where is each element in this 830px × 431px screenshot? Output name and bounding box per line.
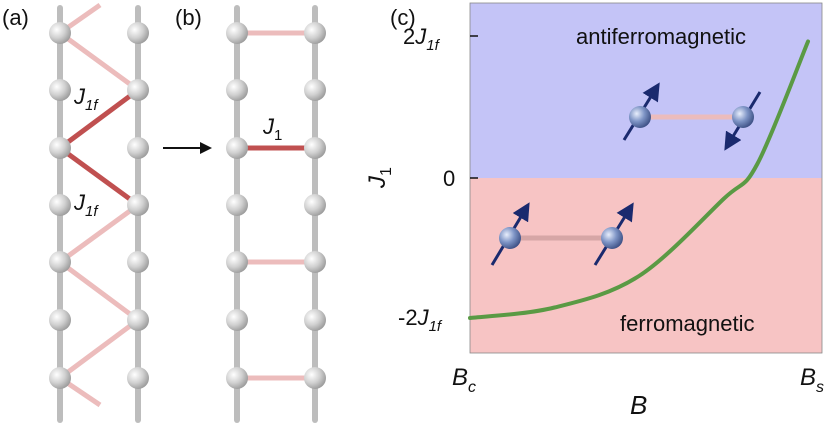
x-axis-label: B bbox=[630, 390, 647, 420]
lattice-site bbox=[127, 194, 149, 216]
lattice-site bbox=[127, 309, 149, 331]
lattice-site bbox=[304, 194, 326, 216]
lattice-site bbox=[226, 309, 248, 331]
panel-c: (c) antiferromagnetic ferromagnetic 2J1f… bbox=[364, 2, 824, 420]
lattice-site bbox=[127, 79, 149, 101]
spin-site bbox=[499, 227, 521, 249]
region-label-fm: ferromagnetic bbox=[620, 311, 755, 336]
lattice-site bbox=[304, 251, 326, 273]
y-tick-label-top: 2J1f bbox=[403, 24, 441, 54]
lattice-site bbox=[49, 194, 71, 216]
coupling-label: J1 bbox=[262, 114, 282, 144]
lattice-site bbox=[226, 251, 248, 273]
x-tick-label-right: Bs bbox=[800, 364, 824, 396]
strong-bond bbox=[58, 87, 140, 151]
panel-a: (a) bbox=[2, 2, 149, 423]
lattice-site bbox=[127, 367, 149, 389]
panel-a-label: (a) bbox=[2, 5, 29, 30]
sites-right bbox=[127, 22, 149, 389]
fm-spin-pair bbox=[490, 202, 634, 266]
panel-b-label: (b) bbox=[175, 5, 202, 30]
lattice-site bbox=[127, 22, 149, 44]
lattice-site bbox=[226, 79, 248, 101]
spin-site bbox=[601, 227, 623, 249]
y-tick-label-bottom: -2J1f bbox=[398, 305, 443, 335]
lattice-site bbox=[49, 79, 71, 101]
lattice-site bbox=[304, 309, 326, 331]
lattice-site bbox=[304, 367, 326, 389]
strong-bond bbox=[58, 145, 140, 208]
weak-bond bbox=[58, 259, 140, 323]
lattice-site bbox=[49, 309, 71, 331]
panel-b: (b) J1 bbox=[175, 5, 326, 423]
y-tick-label-zero: 0 bbox=[443, 166, 455, 191]
rung-bonds bbox=[237, 30, 315, 381]
afm-spin-pair bbox=[622, 82, 762, 151]
lattice-site bbox=[127, 137, 149, 159]
lattice-site bbox=[49, 137, 71, 159]
lattice-site bbox=[49, 251, 71, 273]
sites-left bbox=[49, 22, 71, 389]
lattice-site bbox=[226, 137, 248, 159]
lattice-site bbox=[226, 367, 248, 389]
coupling-label-lower: J1f bbox=[73, 190, 99, 220]
weak-bond bbox=[58, 30, 140, 93]
weak-bond bbox=[58, 317, 140, 381]
y-axis-label: J1 bbox=[364, 167, 395, 189]
curve bbox=[468, 39, 810, 320]
lattice-site bbox=[49, 22, 71, 44]
x-tick-label-left: Bc bbox=[452, 364, 476, 396]
lattice-site bbox=[49, 367, 71, 389]
spin-site bbox=[732, 106, 754, 128]
zigzag-bonds bbox=[58, 2, 140, 408]
lattice-site bbox=[127, 251, 149, 273]
lattice-site bbox=[226, 194, 248, 216]
transform-arrow bbox=[163, 142, 212, 154]
sites-right bbox=[304, 22, 326, 389]
lattice-site bbox=[304, 79, 326, 101]
region-label-afm: antiferromagnetic bbox=[576, 24, 746, 49]
spin-site bbox=[629, 106, 651, 128]
lattice-site bbox=[304, 137, 326, 159]
coupling-label-upper: J1f bbox=[73, 84, 99, 114]
panel-c-label: (c) bbox=[390, 5, 416, 30]
sites-left bbox=[226, 22, 248, 389]
lattice-site bbox=[226, 22, 248, 44]
lattice-site bbox=[304, 22, 326, 44]
weak-bond bbox=[58, 202, 140, 265]
